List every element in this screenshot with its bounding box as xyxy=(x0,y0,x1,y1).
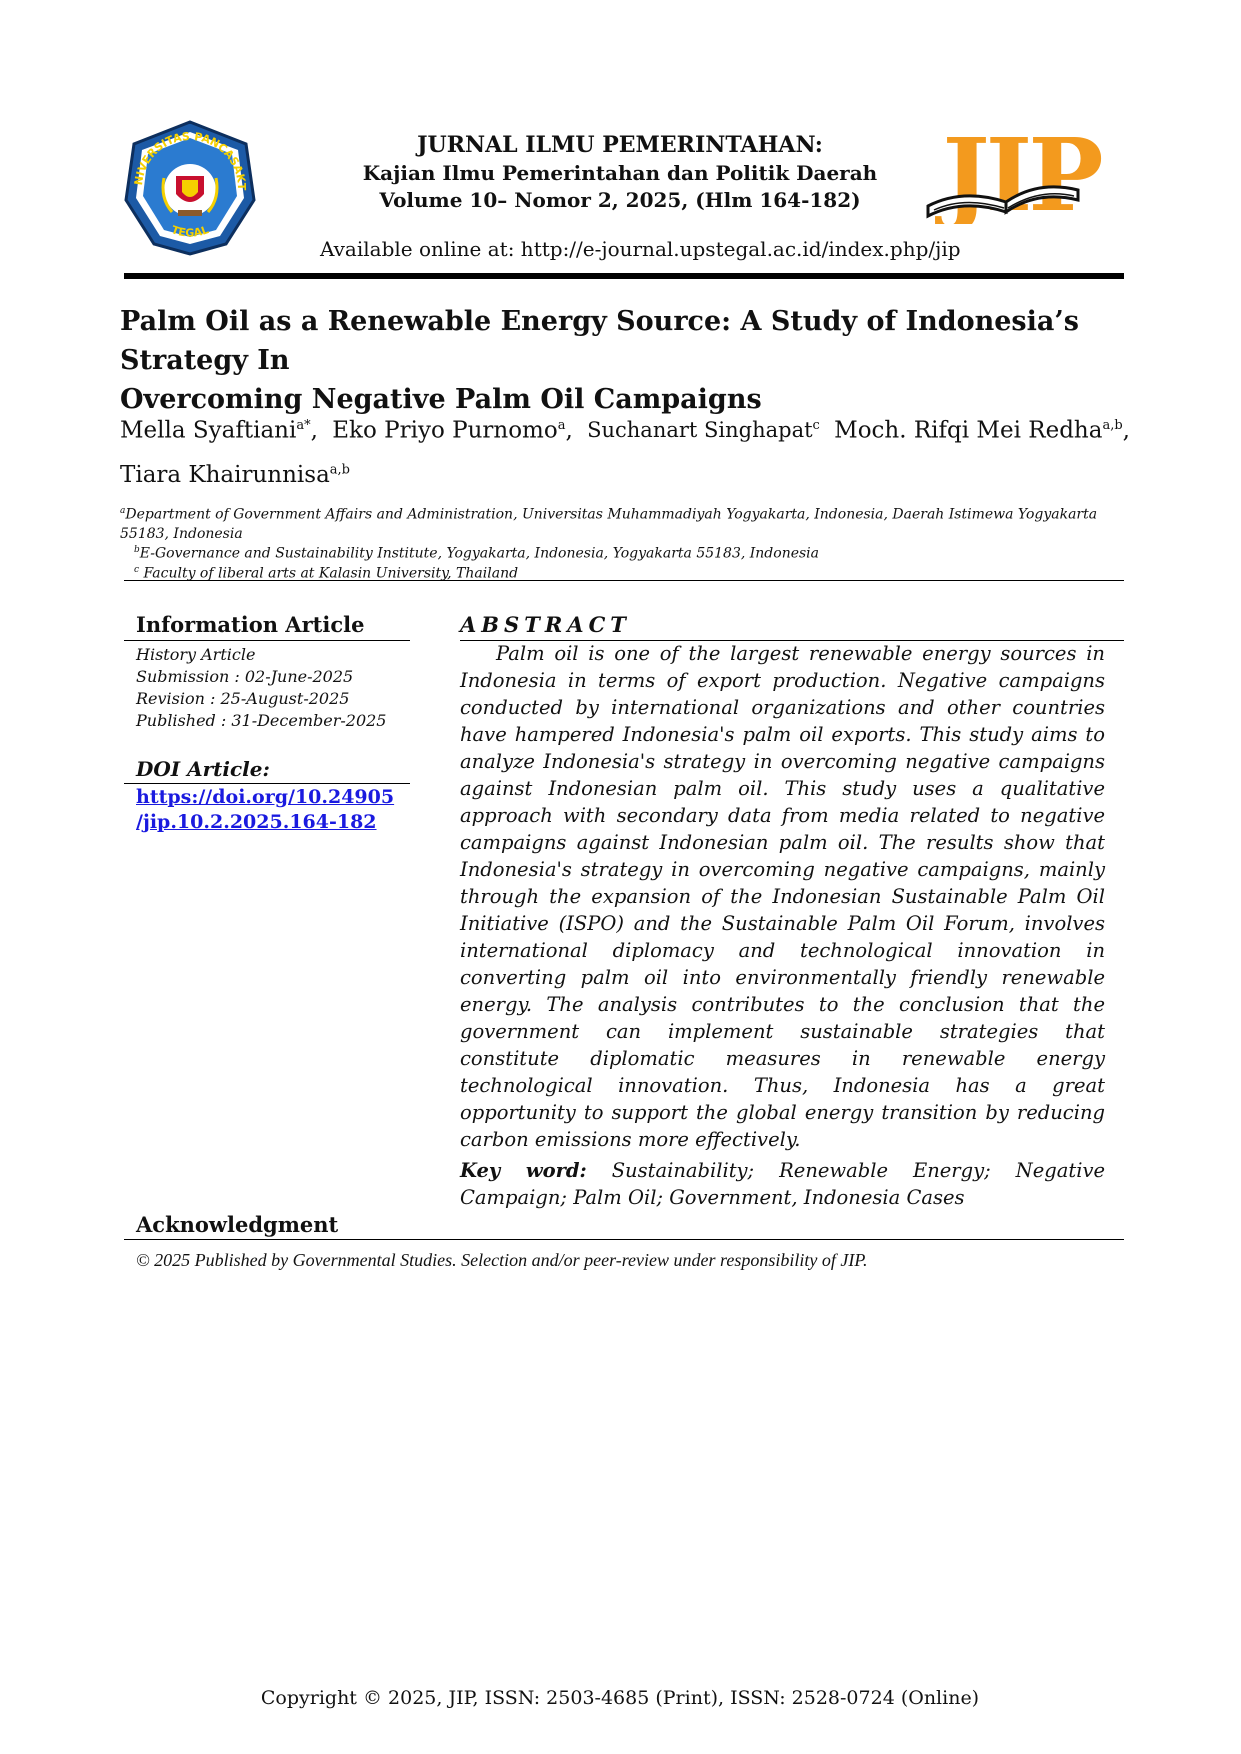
jip-logo: JIP xyxy=(926,128,1105,224)
revision-date: Revision : 25-August-2025 xyxy=(136,689,350,708)
affiliation-c: c Faculty of liberal arts at Kalasin Uni… xyxy=(134,565,519,582)
affiliation-b: bE-Governance and Sustainability Institu… xyxy=(134,545,819,562)
information-article-heading: Information Article xyxy=(136,612,365,637)
header-divider xyxy=(124,273,1124,279)
abstract-body: Palm oil is one of the largest renewable… xyxy=(460,642,1105,1151)
author-5: Tiara Khairunnisaa,b xyxy=(120,462,351,489)
open-book-icon xyxy=(926,185,1080,219)
doi-heading: DOI Article: xyxy=(136,757,270,781)
bottom-divider xyxy=(124,1239,1124,1240)
seal-ring-text-bottom: TEGAL xyxy=(170,223,211,239)
keywords-label: Key word: xyxy=(460,1159,587,1182)
journal-volume: Volume 10– Nomor 2, 2025, (Hlm 164-182) xyxy=(379,188,861,212)
keywords-list: Sustainability; Renewable Energy; Negati… xyxy=(460,1159,1105,1209)
author-4: Moch. Rifqi Mei Redhaa,b, xyxy=(834,417,1130,444)
affiliation-divider xyxy=(124,580,1124,581)
published-date: Published : 31-December-2025 xyxy=(136,711,387,730)
author-3: Suchanart Singhapatc xyxy=(587,418,820,442)
author-list: Mella Syaftiania*, Eko Priyo Purnomoa, S… xyxy=(120,406,1130,495)
doi-link-line-1[interactable]: https://doi.org/10.24905 xyxy=(136,786,395,808)
author-line-1: Mella Syaftiania*, Eko Priyo Purnomoa, S… xyxy=(120,406,1130,451)
journal-name: JURNAL ILMU PEMERINTAHAN: xyxy=(417,132,823,158)
affiliation-a: aDepartment of Government Affairs and Ad… xyxy=(120,506,1098,542)
info-heading-rule xyxy=(124,640,410,641)
publication-copyright: © 2025 Published by Governmental Studies… xyxy=(136,1250,868,1270)
abstract-heading-rule xyxy=(460,640,1124,641)
paper-title: Palm Oil as a Renewable Energy Source: A… xyxy=(120,302,1130,419)
author-2: Eko Priyo Purnomoa, xyxy=(332,417,573,444)
keywords: Key word: Sustainability; Renewable Ener… xyxy=(460,1157,1105,1211)
paper-title-line-2: Overcoming Negative Palm Oil Campaigns xyxy=(120,384,762,415)
author-line-2: Tiara Khairunnisaa,b xyxy=(120,451,1130,496)
paper-title-line-1: Palm Oil as a Renewable Energy Source: A… xyxy=(120,306,1079,376)
jip-logo-text: JIP xyxy=(934,128,1101,224)
history-article-label: History Article xyxy=(136,645,256,664)
acknowledgment-heading: Acknowledgment xyxy=(136,1212,339,1237)
author-1: Mella Syaftiania*, xyxy=(120,417,318,444)
doi-link-line-2[interactable]: /jip.10.2.2025.164-182 xyxy=(136,811,377,833)
submission-date: Submission : 02-June-2025 xyxy=(136,667,354,686)
doi-heading-rule xyxy=(124,783,410,784)
university-seal-logo: UNIVERSITAS PANCASAKTI TEGAL xyxy=(120,118,256,256)
available-online[interactable]: Available online at: http://e-journal.up… xyxy=(320,237,961,261)
page-footer: Copyright © 2025, JIP, ISSN: 2503-4685 (… xyxy=(260,1687,980,1709)
journal-subtitle: Kajian Ilmu Pemerintahan dan Politik Dae… xyxy=(362,161,878,185)
abstract-heading: ABSTRACT xyxy=(460,612,631,637)
